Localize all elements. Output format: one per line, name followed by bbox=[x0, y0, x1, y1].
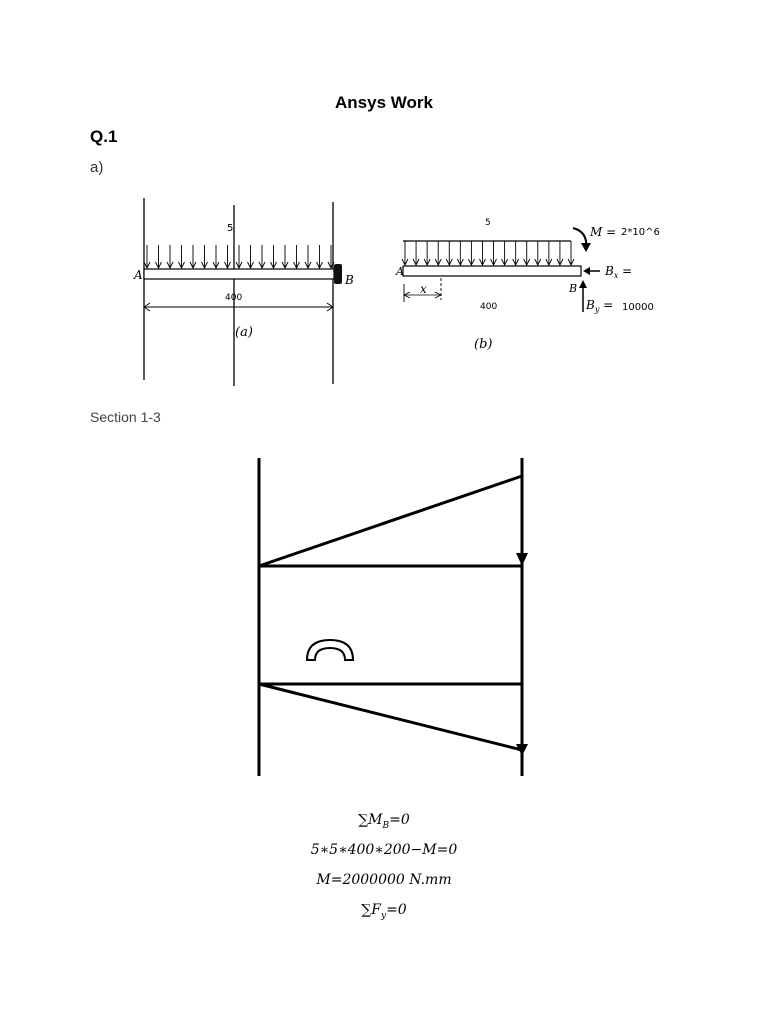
load-arrowhead bbox=[556, 258, 564, 267]
load-arrowhead bbox=[304, 261, 312, 270]
load-arrowhead bbox=[401, 258, 409, 267]
load-label: 5 bbox=[485, 218, 491, 228]
point-a-label: A bbox=[133, 268, 143, 282]
load-arrowhead bbox=[293, 261, 300, 270]
distributed-load-arrows bbox=[401, 241, 575, 267]
beam bbox=[402, 265, 582, 277]
figure-b: 5 A B M = 2*10^6 Bx = By = 10000 x 400 (… bbox=[395, 218, 660, 352]
load-arrowhead bbox=[258, 261, 266, 270]
load-arrowhead bbox=[189, 261, 197, 270]
part-label: a) bbox=[90, 159, 104, 176]
fixed-support bbox=[334, 264, 342, 284]
load-arrowhead bbox=[512, 258, 520, 267]
point-b-label: B bbox=[344, 273, 354, 287]
equation-3: M=2000000 N.mm bbox=[316, 872, 452, 888]
figure-a: 5 A B 400 (a) bbox=[133, 198, 354, 386]
load-arrowhead bbox=[235, 261, 243, 270]
load-arrowhead bbox=[534, 258, 542, 267]
load-arrowhead bbox=[412, 258, 420, 267]
load-arrowhead bbox=[327, 261, 335, 270]
length-label: 400 bbox=[480, 302, 497, 312]
by-label: By = bbox=[585, 298, 613, 314]
load-arrowhead bbox=[545, 258, 553, 267]
load-arrowhead bbox=[270, 261, 277, 270]
section-diagram bbox=[257, 458, 528, 776]
load-arrowhead bbox=[445, 258, 453, 267]
moment-label: M = bbox=[589, 225, 616, 239]
moment-value: 2*10^6 bbox=[621, 227, 660, 238]
load-arrowhead bbox=[224, 261, 231, 270]
load-arrowhead bbox=[316, 261, 323, 270]
length-label: 400 bbox=[225, 293, 242, 303]
load-arrowhead bbox=[523, 258, 531, 267]
point-a-label: A bbox=[395, 265, 404, 278]
load-arrowhead bbox=[479, 258, 486, 267]
distributed-load-arrows bbox=[143, 245, 335, 270]
arrow-down-icon bbox=[516, 553, 528, 566]
load-arrowhead bbox=[201, 261, 208, 270]
load-arrowhead bbox=[155, 261, 162, 270]
arrow-down-icon bbox=[516, 744, 528, 756]
load-arrowhead bbox=[467, 258, 475, 267]
x-label: x bbox=[420, 282, 427, 296]
load-arrowhead bbox=[178, 261, 185, 270]
load-arrowhead bbox=[434, 258, 442, 267]
by-value: 10000 bbox=[622, 302, 654, 313]
caption-b: (b) bbox=[474, 337, 492, 352]
load-arrowhead bbox=[456, 258, 464, 267]
load-arrowhead bbox=[490, 258, 497, 267]
load-arrowhead bbox=[501, 258, 509, 267]
page-title: Ansys Work bbox=[335, 93, 433, 112]
load-label: 5 bbox=[227, 223, 233, 234]
moment-arc-icon bbox=[305, 638, 355, 661]
load-arrowhead bbox=[212, 261, 220, 270]
question-heading: Q.1 bbox=[90, 127, 118, 146]
section-label: Section 1-3 bbox=[90, 409, 161, 425]
load-arrowhead bbox=[423, 258, 431, 267]
beam bbox=[143, 268, 335, 280]
equation-2: 5∗5∗400∗200−M=0 bbox=[310, 842, 458, 858]
load-arrowhead bbox=[143, 261, 151, 270]
load-arrowhead bbox=[166, 261, 174, 270]
equation-4: ∑Fy=0 bbox=[361, 902, 407, 921]
caption-a: (a) bbox=[235, 325, 253, 340]
load-arrowhead bbox=[281, 261, 289, 270]
load-arrowhead bbox=[567, 258, 575, 267]
equation-1: ∑MB=0 bbox=[358, 812, 410, 831]
point-b-label: B bbox=[568, 282, 577, 295]
load-arrowhead bbox=[247, 261, 254, 270]
bx-label: Bx = bbox=[604, 264, 632, 280]
